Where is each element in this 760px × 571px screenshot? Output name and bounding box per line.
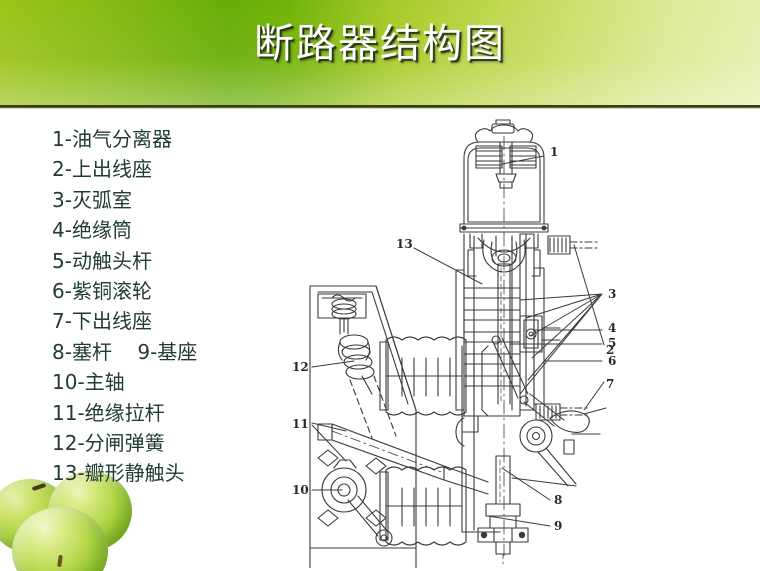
callout-6: 6: [608, 354, 616, 368]
tripping-spring: [331, 294, 397, 439]
callout-numbers: 1 2 3 4 5 6 7 8 9 10 11 12 13: [292, 145, 616, 533]
legend-item: 7-下出线座: [52, 309, 152, 334]
slide-header-band: [0, 0, 760, 105]
legend-item: 8-塞杆 9-基座: [52, 339, 198, 364]
legend-item: 12-分闸弹簧: [52, 431, 165, 456]
apple-stem-left: [31, 482, 47, 492]
leader-13: [413, 247, 483, 285]
parts-legend-list: 1-油气分离器 2-上出线座 3-灭弧室 4-绝缘筒 5-动触头杆 6-紫铜滚轮…: [52, 124, 312, 489]
callout-leader-lines: [311, 155, 605, 527]
central-connecting-body: [455, 345, 501, 533]
main-shaft-assembly: [317, 449, 393, 547]
callout-8: 8: [554, 493, 562, 507]
leader-12: [311, 360, 355, 368]
header-divider-rule: [0, 105, 760, 108]
circuit-breaker-diagram: 1 2 3 4 5 6 7 8 9 10 11 12 13: [288, 118, 618, 568]
legend-item: 2-上出线座: [52, 157, 152, 182]
leader-8: [501, 467, 551, 501]
circuit-breaker-drawing-svg: 1 2 3 4 5 6 7 8 9 10 11 12 13: [292, 119, 616, 568]
apple-left: [0, 479, 70, 553]
lower-linkage-rocker: [481, 335, 607, 487]
page-title: 断路器结构图: [254, 21, 506, 67]
lower-ribbed-bushing: [379, 466, 467, 546]
push-rod-and-base: [477, 455, 529, 565]
callout-2: 2: [606, 343, 614, 357]
legend-item: 11-绝缘拉杆: [52, 400, 165, 425]
apple-front: [12, 507, 108, 571]
legend-item: 1-油气分离器: [52, 127, 172, 151]
leader-11: [311, 422, 347, 462]
legend-item: 5-动触头杆: [52, 248, 152, 273]
oil-gas-separator-assembly: [459, 119, 549, 233]
legend-item: 13-瓣形静触头: [52, 461, 185, 486]
callout-7: 7: [606, 377, 614, 391]
callout-1: 1: [550, 145, 558, 159]
callout-12: 12: [292, 360, 309, 374]
callout-4: 4: [608, 321, 616, 335]
upper-ribbed-bushing: [379, 336, 467, 416]
callout-5: 5: [608, 336, 616, 350]
upper-terminal-block: [547, 235, 599, 255]
leader-9: [487, 515, 551, 527]
arc-chute-and-petal-contact: [467, 233, 541, 405]
leader-7: [583, 381, 605, 411]
header-divider-rule-secondary: [0, 108, 760, 109]
callout-10: 10: [292, 483, 309, 497]
callout-11: 11: [292, 417, 309, 431]
legend-item: 3-灭弧室: [52, 187, 132, 212]
legend-item: 6-紫铜滚轮: [52, 279, 152, 304]
legend-item: 10-主轴: [52, 370, 125, 395]
callout-9: 9: [554, 519, 562, 533]
legend-item: 4-绝缘筒: [52, 218, 132, 243]
callout-3: 3: [608, 287, 616, 301]
mechanism-frame-housing: [309, 285, 417, 568]
apple-calyx-front: [57, 554, 63, 568]
callout-13: 13: [396, 237, 413, 251]
